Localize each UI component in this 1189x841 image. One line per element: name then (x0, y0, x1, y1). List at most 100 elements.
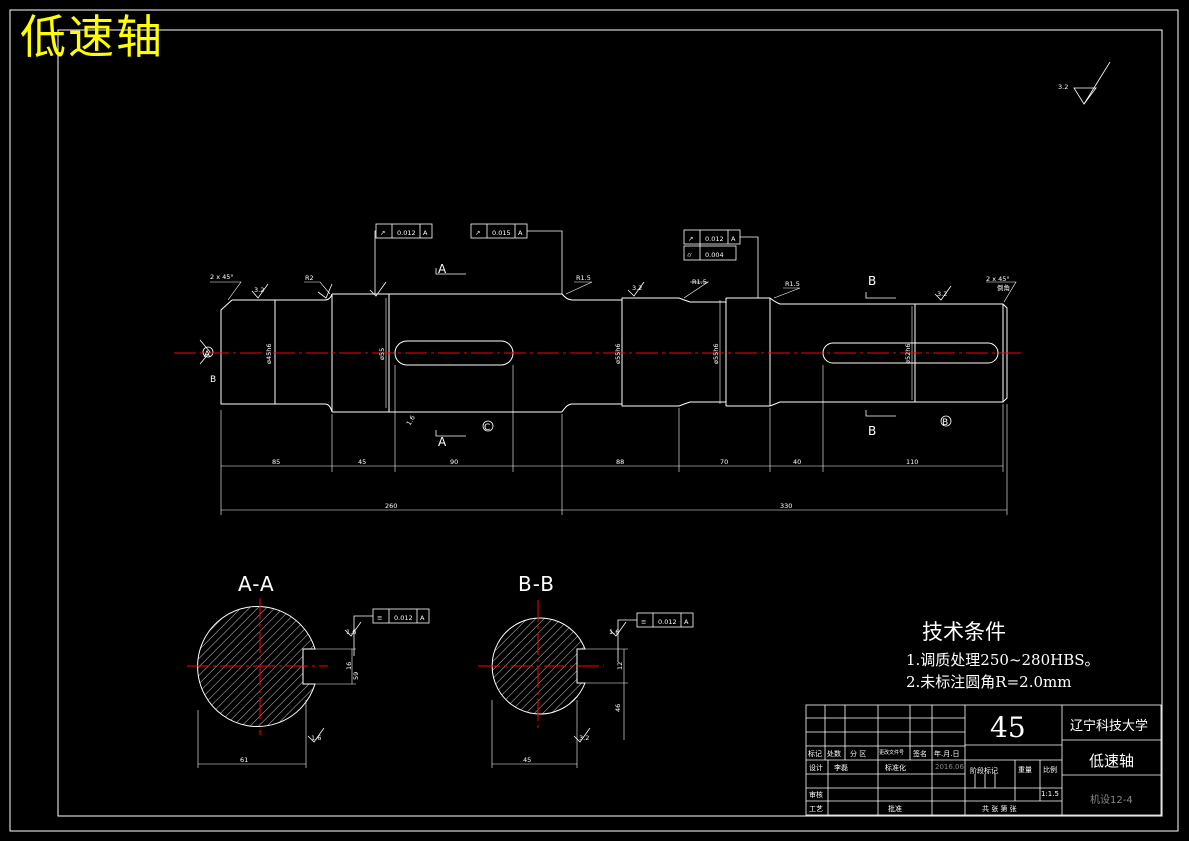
tol-value: 0.012 (658, 618, 677, 626)
section-dim: 45 (523, 756, 531, 764)
datum-label: C (484, 423, 490, 433)
tb-label: 标准化 (885, 764, 906, 772)
university-name: 辽宁科技大学 (1070, 719, 1149, 734)
chamfer-note: 2 x 45° (986, 275, 1010, 283)
radius-note: R1.5 (785, 280, 800, 288)
tol-symbol: ↗ (688, 235, 693, 243)
tb-label: 签名 (913, 750, 927, 758)
outer-border (9, 9, 1179, 832)
tol-datum: A (518, 229, 523, 237)
datum-label: B (210, 375, 216, 385)
dim-length: 330 (780, 502, 792, 510)
scale-value: 1:1.5 (1041, 790, 1059, 798)
tech-requirement-item: 1.调质处理250~280HBS。 (906, 651, 1100, 669)
dim-length: 40 (793, 458, 801, 466)
sheets-label: 共 张 第 张 (982, 805, 1017, 813)
tol-value: 0.015 (492, 229, 511, 237)
dim-diameter: ø52h6 (904, 343, 912, 364)
weight-label: 重量 (1018, 766, 1032, 774)
dim-diameter: ø55h6 (712, 343, 720, 364)
roughness-value: 1.6 (405, 414, 417, 427)
centerlines (174, 352, 1022, 735)
dim-length: 45 (358, 458, 366, 466)
inner-border (57, 29, 1163, 817)
tb-label: 年.月.日 (934, 750, 960, 758)
designer-sign: 李磊 (834, 764, 848, 772)
tech-requirements-title: 技术条件 (922, 620, 1006, 644)
tb-label: 处数 (827, 750, 841, 758)
dim-diameter: ø55 (378, 348, 386, 360)
section-title-a-a: A-A (238, 572, 275, 596)
datum-label: B (942, 418, 948, 428)
tol-symbol: ⌭ (687, 251, 692, 259)
tol-datum: A (420, 614, 425, 622)
scale-label: 比例 (1043, 766, 1057, 774)
title-block (805, 704, 1162, 816)
section-label: B (868, 424, 876, 438)
dim-length: 85 (272, 458, 280, 466)
roughness-value: 1.6 (311, 734, 321, 742)
section-dim: 59 (352, 672, 360, 680)
roughness-value: 1.6 (609, 628, 619, 636)
tol-datum: A (684, 618, 689, 626)
note-leaders (210, 281, 1017, 303)
section-dim: 12 (616, 662, 624, 670)
section-a-a (197, 606, 356, 768)
section-title-b-b: B-B (518, 572, 555, 596)
section-dim: 61 (240, 756, 248, 764)
material-value: 45 (990, 711, 1026, 744)
section-label: A (438, 435, 447, 449)
radius-note: R1.5 (576, 274, 591, 282)
tol-value: 0.012 (705, 235, 724, 243)
dim-length: 260 (385, 502, 397, 510)
tol-symbol: ↗ (475, 229, 480, 237)
tol-value: 0.012 (394, 614, 413, 622)
datum-label: A (204, 350, 211, 360)
dim-length: 88 (616, 458, 624, 466)
section-label: B (868, 274, 876, 288)
section-label: A (438, 262, 447, 276)
roughness-value: 3.2 (632, 284, 642, 292)
roughness-value: 3.2 (1058, 83, 1068, 91)
tol-datum: A (423, 229, 428, 237)
drawing-title: 低速轴 (20, 10, 164, 64)
section-dim: 16 (345, 662, 353, 670)
roughness-value: 3.2 (579, 734, 589, 742)
tb-label: 设计 (809, 764, 823, 772)
section-cut-marks (199, 268, 952, 437)
tb-label: 分 区 (850, 750, 867, 758)
radius-note: R2 (305, 274, 314, 282)
dim-diameter: ø45h6 (265, 343, 273, 364)
section-b-b (491, 617, 628, 768)
design-date: 2016.06 (935, 763, 964, 771)
roughness-value: 3.2 (254, 286, 264, 294)
roughness-marks (251, 61, 1111, 743)
tol-value: 0.012 (397, 229, 416, 237)
tb-label: 审核 (809, 791, 823, 799)
dim-diameter: ø55h6 (614, 343, 622, 364)
section-dim: 46 (614, 704, 622, 712)
extension-lines (220, 298, 1008, 515)
dim-length: 110 (906, 458, 918, 466)
tb-label: 工艺 (809, 805, 823, 813)
tol-datum: A (731, 235, 736, 243)
drawing-number: 机设12-4 (1090, 795, 1133, 806)
tol-symbol: ↗ (380, 229, 385, 237)
part-name: 低速轴 (1089, 752, 1135, 770)
roughness-value: 3.2 (937, 290, 947, 298)
chamfer-note: 倒角 (997, 283, 1010, 292)
stage-label: 阶段标记 (970, 767, 998, 775)
dim-length: 90 (450, 458, 458, 466)
tol-symbol: ≡ (377, 614, 382, 622)
tech-requirement-item: 2.未标注圆角R=2.0mm (906, 673, 1072, 691)
tolerance-frames (353, 223, 759, 662)
dim-length: 70 (720, 458, 728, 466)
tol-value: 0.004 (705, 251, 724, 259)
roughness-value: 1.6 (346, 628, 356, 636)
tb-label: 标记 (808, 750, 822, 758)
tb-label: 更改文件号 (879, 750, 905, 756)
chamfer-note: 2 x 45° (210, 273, 234, 281)
tol-symbol: ≡ (641, 618, 646, 626)
radius-note: R1.5 (692, 278, 707, 286)
